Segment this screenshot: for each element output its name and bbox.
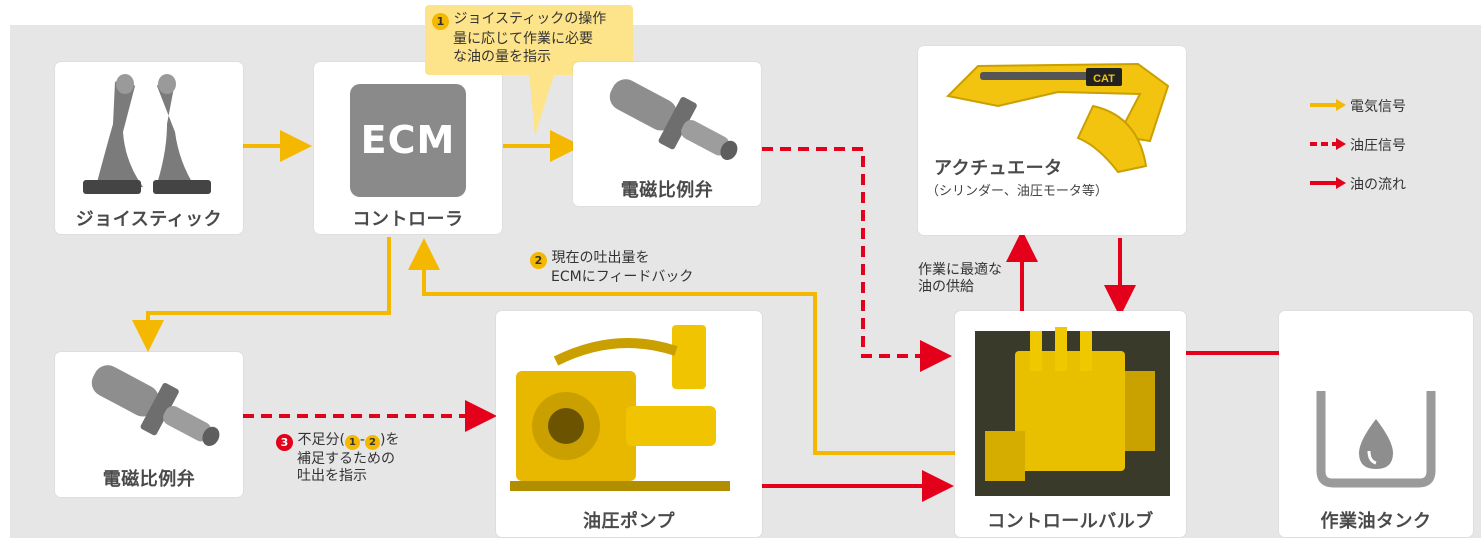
electric-ecm-to-lower-solenoid xyxy=(132,237,391,352)
legend-oil-arrow xyxy=(1310,177,1346,189)
note-1-line-3: な油の量を指示 xyxy=(453,49,551,65)
legend-electric-arrow xyxy=(1310,99,1346,111)
cat-logo-text: CAT xyxy=(1093,73,1115,85)
badge-2: 2 xyxy=(530,252,547,269)
hydraulic-signal-solenoid-to-valve xyxy=(762,147,952,372)
note-3-text-a: 不足分( xyxy=(297,432,345,448)
supply-line-2: 油の供給 xyxy=(918,279,974,295)
solenoid-valve-icon xyxy=(609,79,738,160)
ecm-chip-text: ECM xyxy=(360,118,456,162)
hydraulic-pump-icon xyxy=(510,325,730,491)
solenoid-valve-icon xyxy=(91,365,220,446)
excavator-arm-icon: CAT xyxy=(945,62,1170,174)
solenoid-top-card: 電磁比例弁 xyxy=(573,62,761,206)
note-2-line-2: ECMにフィードバック xyxy=(551,269,694,285)
note-1-line-1: ジョイスティックの操作 xyxy=(453,11,607,27)
note-3-text-b: )を xyxy=(379,432,400,448)
note-3-line-3: 吐出を指示 xyxy=(297,468,367,484)
legend-hydraulic-signal-label: 油圧信号 xyxy=(1350,138,1406,154)
actuator-sublabel: （シリンダー、油圧モータ等） xyxy=(926,184,1108,199)
pump-label: 油圧ポンプ xyxy=(583,511,675,532)
tank-label: 作業油タンク xyxy=(1320,511,1432,532)
control-valve-label: コントロールバルブ xyxy=(987,511,1154,532)
badge-1-inline: 1 xyxy=(344,435,360,450)
oil-tank-drop-icon xyxy=(1316,391,1436,488)
controller-label: コントローラ xyxy=(352,209,464,230)
note-1: 1 ジョイスティックの操作 量に応じて作業に必要 な油の量を指示 xyxy=(432,10,632,66)
callout-tail xyxy=(529,72,555,136)
note-3-dash: - xyxy=(359,432,365,448)
actuator-label: アクチュエータ xyxy=(934,158,1063,179)
solenoid-bottom-card: 電磁比例弁 xyxy=(55,352,243,497)
legend-hydraulic-arrow xyxy=(1310,138,1346,150)
actuator-card: CAT アクチュエータ （シリンダー、油圧モータ等） xyxy=(918,46,1186,235)
tank-card: 作業油タンク xyxy=(1279,311,1473,537)
legend-oil-flow-label: 油の流れ xyxy=(1350,177,1406,193)
electric-feedback-to-ecm xyxy=(408,238,955,455)
note-2: 2 現在の吐出量を ECMにフィードバック xyxy=(530,250,693,286)
supply-line-1: 作業に最適な xyxy=(918,262,1002,278)
badge-3: 3 xyxy=(276,434,293,451)
solenoid-top-label: 電磁比例弁 xyxy=(620,180,714,201)
note-3: 3 不足分(1-2)を 補足するための 吐出を指示 xyxy=(276,432,399,485)
controller-card: ECM コントローラ xyxy=(314,62,502,234)
joystick-pair-icon xyxy=(83,74,211,194)
solenoid-bottom-label: 電磁比例弁 xyxy=(102,469,196,490)
ecm-chip-icon: ECM xyxy=(350,84,466,197)
pump-card: 油圧ポンプ xyxy=(496,311,762,537)
joystick-card: ジョイスティック xyxy=(55,62,243,234)
note-3-line-2: 補足するための xyxy=(297,451,395,467)
note-2-line-1: 現在の吐出量を xyxy=(551,250,650,266)
joystick-label: ジョイスティック xyxy=(75,209,223,230)
legend-electric-label: 電気信号 xyxy=(1350,99,1406,115)
control-valve-card: コントロールバルブ xyxy=(955,311,1186,537)
note-1-line-2: 量に応じて作業に必要 xyxy=(453,31,593,47)
supply-note: 作業に最適な 油の供給 xyxy=(918,262,1002,296)
control-valve-icon xyxy=(975,327,1170,496)
badge-2-inline: 2 xyxy=(364,435,380,450)
badge-1: 1 xyxy=(432,13,449,30)
